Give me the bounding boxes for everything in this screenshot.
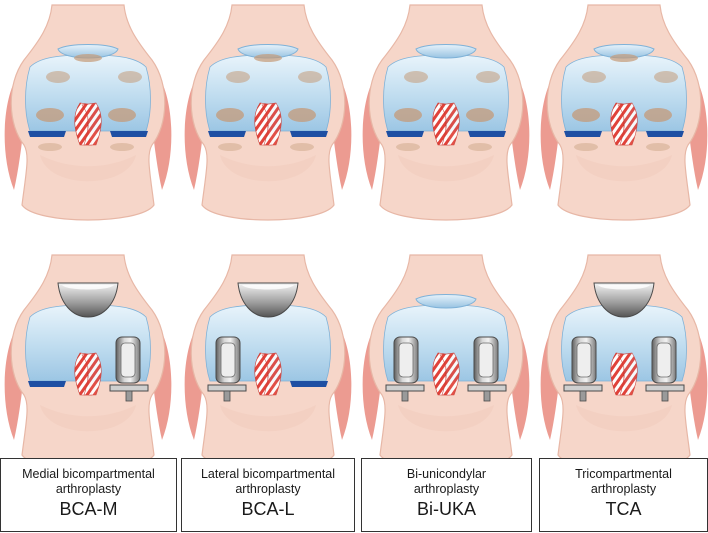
knee-replaced: [185, 255, 352, 470]
procedure-abbreviation: Bi-UKA: [362, 498, 531, 520]
condyle-implant-face-medial: [577, 343, 591, 377]
cartilage-wear-medial: [36, 108, 64, 122]
cartilage-wear-upper-medial: [404, 71, 428, 83]
label-box-bca-m: Medial bicompartmental arthroplasty BCA-…: [0, 458, 177, 532]
condyle-implant-face-medial: [399, 343, 413, 377]
tibial-wear-medial: [38, 143, 62, 151]
knee-diseased: [363, 5, 530, 220]
tibial-keel-lateral: [484, 391, 490, 401]
meniscus-medial: [386, 131, 424, 137]
procedure-name-line1: Tricompartmental: [540, 467, 707, 482]
meniscus-lateral: [290, 131, 328, 137]
knee-diseased: [5, 5, 172, 220]
knee-replaced: [541, 255, 708, 470]
tibial-tray-medial: [386, 385, 424, 391]
procedure-name-line2: arthroplasty: [182, 482, 354, 497]
cartilage-wear-medial: [216, 108, 244, 122]
procedure-name-line2: arthroplasty: [1, 482, 176, 497]
meniscus-lateral: [110, 131, 148, 137]
patella-wear: [254, 54, 282, 62]
procedure-name-line2: arthroplasty: [362, 482, 531, 497]
knee-replaced: [363, 255, 530, 470]
procedure-name-line2: arthroplasty: [540, 482, 707, 497]
cartilage-wear-lateral: [466, 108, 494, 122]
cartilage-wear-upper-lateral: [118, 71, 142, 83]
procedure-abbreviation: BCA-M: [1, 498, 176, 520]
meniscus-lateral: [646, 131, 684, 137]
tibial-wear-medial: [396, 143, 420, 151]
meniscus-lateral: [290, 381, 328, 387]
cartilage-wear-lateral: [288, 108, 316, 122]
condyle-implant-face-lateral: [121, 343, 135, 377]
meniscus-medial: [564, 131, 602, 137]
cartilage-wear-upper-medial: [46, 71, 70, 83]
meniscus-medial: [28, 381, 66, 387]
cartilage-wear-upper-lateral: [654, 71, 678, 83]
tibial-wear-lateral: [110, 143, 134, 151]
tibial-wear-lateral: [468, 143, 492, 151]
procedure-abbreviation: TCA: [540, 498, 707, 520]
tibial-wear-medial: [218, 143, 242, 151]
cartilage-wear-upper-medial: [582, 71, 606, 83]
knee-diseased: [541, 5, 708, 220]
tibial-keel-medial: [580, 391, 586, 401]
cartilage-wear-medial: [572, 108, 600, 122]
knee-replaced: [5, 255, 172, 470]
procedure-name-line1: Medial bicompartmental: [1, 467, 176, 482]
tibial-keel-medial: [224, 391, 230, 401]
condyle-implant-face-lateral: [657, 343, 671, 377]
label-box-tca: Tricompartmental arthroplasty TCA: [539, 458, 708, 532]
tibial-tray-lateral: [646, 385, 684, 391]
cartilage-wear-upper-lateral: [476, 71, 500, 83]
cartilage-wear-lateral: [108, 108, 136, 122]
tibial-tray-medial: [208, 385, 246, 391]
tibial-tray-medial: [564, 385, 602, 391]
meniscus-medial: [28, 131, 66, 137]
tibial-wear-medial: [574, 143, 598, 151]
cartilage-wear-upper-medial: [226, 71, 250, 83]
tibial-tray-lateral: [468, 385, 506, 391]
cartilage-wear-lateral: [644, 108, 672, 122]
tibial-wear-lateral: [290, 143, 314, 151]
label-box-bi-uka: Bi-unicondylar arthroplasty Bi-UKA: [361, 458, 532, 532]
procedure-abbreviation: BCA-L: [182, 498, 354, 520]
tibial-wear-lateral: [646, 143, 670, 151]
cartilage-wear-upper-lateral: [298, 71, 322, 83]
procedure-name-line1: Bi-unicondylar: [362, 467, 531, 482]
cartilage-wear-medial: [394, 108, 422, 122]
meniscus-medial: [208, 131, 246, 137]
knee-diseased: [185, 5, 352, 220]
label-box-bca-l: Lateral bicompartmental arthroplasty BCA…: [181, 458, 355, 532]
patella-wear: [610, 54, 638, 62]
meniscus-lateral: [468, 131, 506, 137]
condyle-implant-face-medial: [221, 343, 235, 377]
tibial-keel-lateral: [662, 391, 668, 401]
procedure-name-line1: Lateral bicompartmental: [182, 467, 354, 482]
tibial-keel-medial: [402, 391, 408, 401]
tibial-tray-lateral: [110, 385, 148, 391]
tibial-keel-lateral: [126, 391, 132, 401]
patella-wear: [74, 54, 102, 62]
condyle-implant-face-lateral: [479, 343, 493, 377]
